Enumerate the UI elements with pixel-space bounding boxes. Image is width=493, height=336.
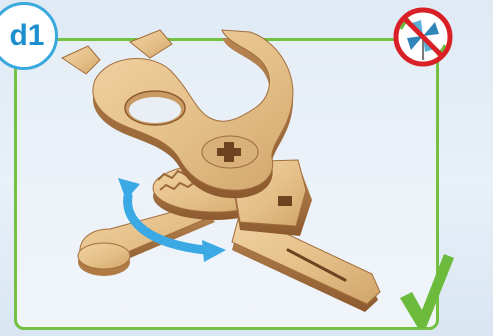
no-windmill-icon bbox=[393, 7, 453, 67]
step-label: d1 bbox=[9, 19, 44, 53]
checkmark-icon bbox=[398, 252, 456, 330]
